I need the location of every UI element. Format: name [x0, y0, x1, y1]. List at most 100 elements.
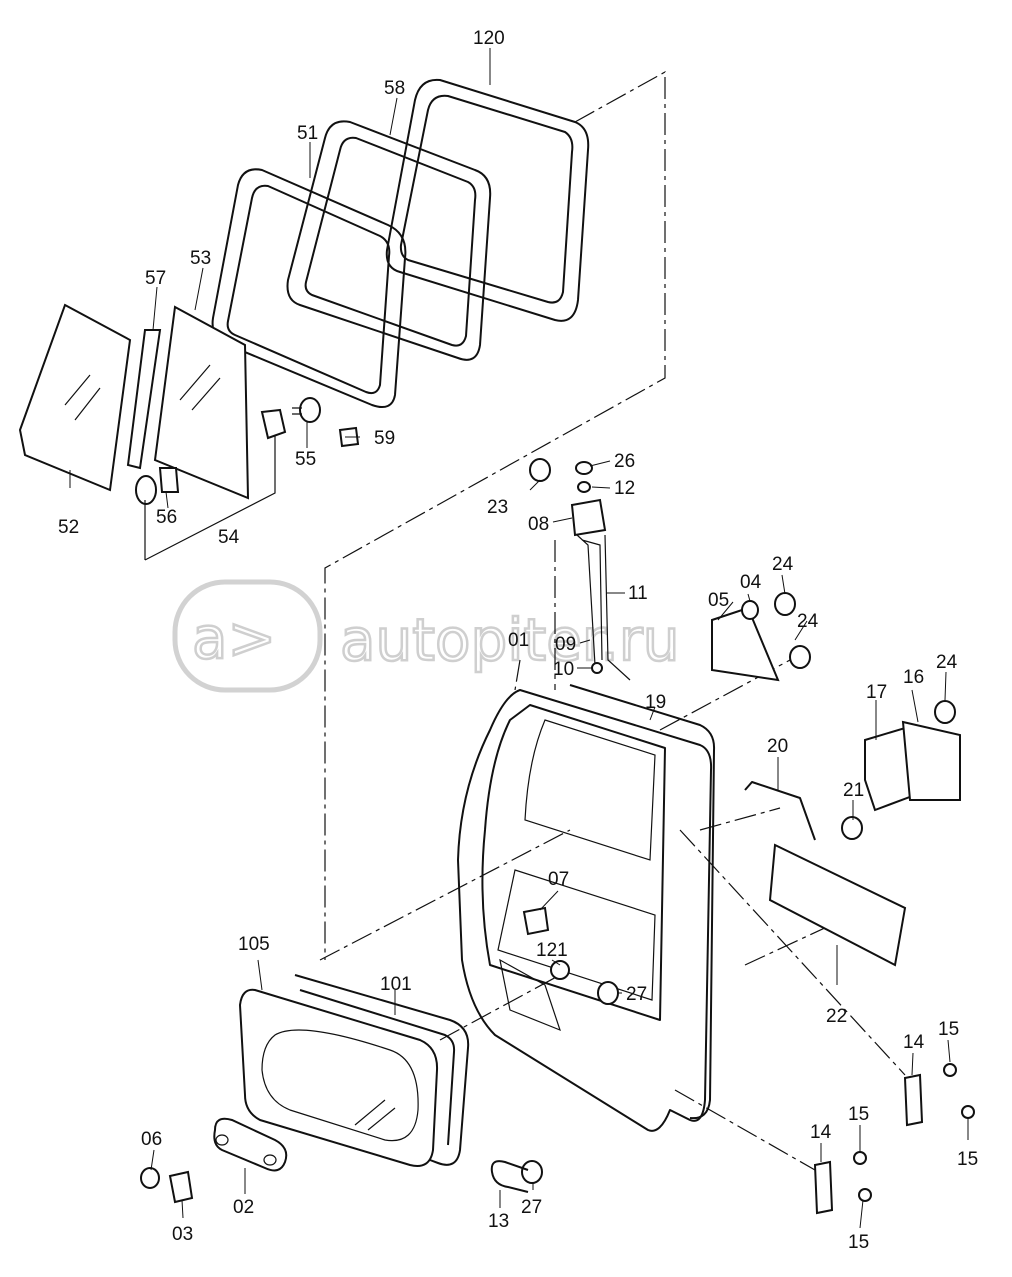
part-22-panel	[768, 843, 907, 967]
glass-reflection-2	[179, 364, 221, 411]
door-assembly	[457, 684, 716, 1132]
assembly-line-handle	[699, 807, 781, 831]
label-19: 19	[645, 692, 666, 713]
label-07: 07	[548, 869, 569, 890]
label-15-a: 15	[938, 1019, 959, 1040]
part-58-frame	[286, 120, 492, 361]
label-57: 57	[145, 268, 166, 289]
part-14-hinge-upper	[903, 1073, 924, 1127]
part-04-bushing	[741, 600, 759, 620]
label-12: 12	[614, 478, 635, 499]
label-23: 23	[487, 497, 508, 518]
part-15-screw-b	[961, 1105, 975, 1119]
label-01: 01	[508, 630, 529, 651]
label-24-b: 24	[797, 611, 819, 632]
label-14-a: 14	[903, 1032, 925, 1053]
part-08-bracket	[570, 498, 607, 537]
label-14-b: 14	[810, 1122, 832, 1143]
part-20-handle	[744, 781, 816, 841]
part-27-bolt-a	[597, 981, 619, 1005]
label-11: 11	[628, 583, 648, 604]
assembly-line-hinge-lower	[674, 1089, 816, 1171]
label-27-a: 27	[626, 984, 647, 1005]
label-04: 04	[740, 572, 762, 593]
part-51-frame	[211, 168, 407, 408]
part-10-clip	[591, 662, 603, 674]
part-101-seal	[294, 974, 470, 1166]
label-55: 55	[295, 449, 316, 470]
part-05-latch	[711, 606, 780, 682]
label-27-b: 27	[521, 1197, 542, 1218]
label-05: 05	[708, 590, 729, 611]
label-20: 20	[767, 736, 788, 757]
part-57-strip	[126, 329, 162, 470]
part-52-glass	[18, 303, 132, 492]
label-26: 26	[614, 451, 635, 472]
label-24-c: 24	[936, 652, 958, 673]
part-15-screw-d	[858, 1188, 872, 1202]
label-15-d: 15	[848, 1232, 869, 1253]
part-24-bolt-a	[774, 592, 796, 616]
watermark-logo-glyph: a>	[192, 604, 276, 672]
part-56-cap	[135, 475, 157, 505]
label-02: 02	[233, 1197, 254, 1218]
label-15-c: 15	[848, 1104, 869, 1125]
watermark-logo-frame	[172, 579, 323, 693]
assembly-line-01	[514, 659, 521, 691]
part-13-ubolt	[490, 1160, 529, 1193]
label-101: 101	[380, 974, 412, 995]
part-06-knob	[140, 1167, 160, 1189]
assembly-line-window	[319, 829, 571, 961]
part-54-catch	[260, 408, 287, 440]
label-10: 10	[553, 659, 574, 680]
part-121-nut	[550, 960, 570, 980]
part-09-rod	[576, 534, 603, 666]
part-03-clip	[168, 1170, 194, 1204]
assembly-line-window-lower	[439, 974, 561, 1041]
part-17-cover	[864, 726, 917, 812]
part-labels: 120 58 51 53 57 52 56 54 55 59 26 12 23 …	[58, 28, 978, 1253]
leader-lines	[69, 48, 969, 1229]
label-13: 13	[488, 1211, 509, 1232]
label-51: 51	[297, 123, 318, 144]
part-11-cable	[604, 534, 631, 681]
watermark-text: autopiter.ru	[340, 606, 679, 674]
part-07-bracket	[522, 906, 550, 936]
label-58: 58	[384, 78, 405, 99]
part-23-bolt	[529, 458, 551, 482]
label-03: 03	[172, 1224, 193, 1245]
part-56-plate	[158, 467, 180, 493]
part-26-washer	[575, 461, 593, 475]
label-06: 06	[141, 1129, 162, 1150]
label-121: 121	[536, 940, 568, 961]
label-56: 56	[156, 507, 177, 528]
label-24-a: 24	[772, 554, 794, 575]
part-12-nut	[577, 481, 591, 493]
part-24-bolt-c	[934, 700, 956, 724]
label-15-b: 15	[957, 1149, 978, 1170]
label-53: 53	[190, 248, 211, 269]
label-120: 120	[473, 28, 505, 49]
glass-reflection	[64, 374, 101, 421]
label-105: 105	[238, 934, 270, 955]
label-16: 16	[903, 667, 924, 688]
label-21: 21	[843, 780, 864, 801]
part-53-glass	[153, 305, 250, 500]
label-08: 08	[528, 514, 549, 535]
part-02-plate	[213, 1117, 288, 1172]
label-17: 17	[866, 682, 887, 703]
label-59: 59	[374, 428, 395, 449]
part-120-seal	[385, 78, 590, 322]
part-14-hinge-lower	[813, 1160, 834, 1215]
label-22: 22	[826, 1006, 847, 1027]
part-105-window	[239, 988, 439, 1167]
label-54: 54	[218, 527, 240, 548]
label-52: 52	[58, 517, 79, 538]
label-09: 09	[555, 634, 576, 655]
assembly-line-hinge-upper	[679, 829, 906, 1076]
part-15-screw-c	[853, 1151, 867, 1165]
part-15-screw-a	[943, 1063, 957, 1077]
part-24-bolt-b	[789, 645, 811, 669]
